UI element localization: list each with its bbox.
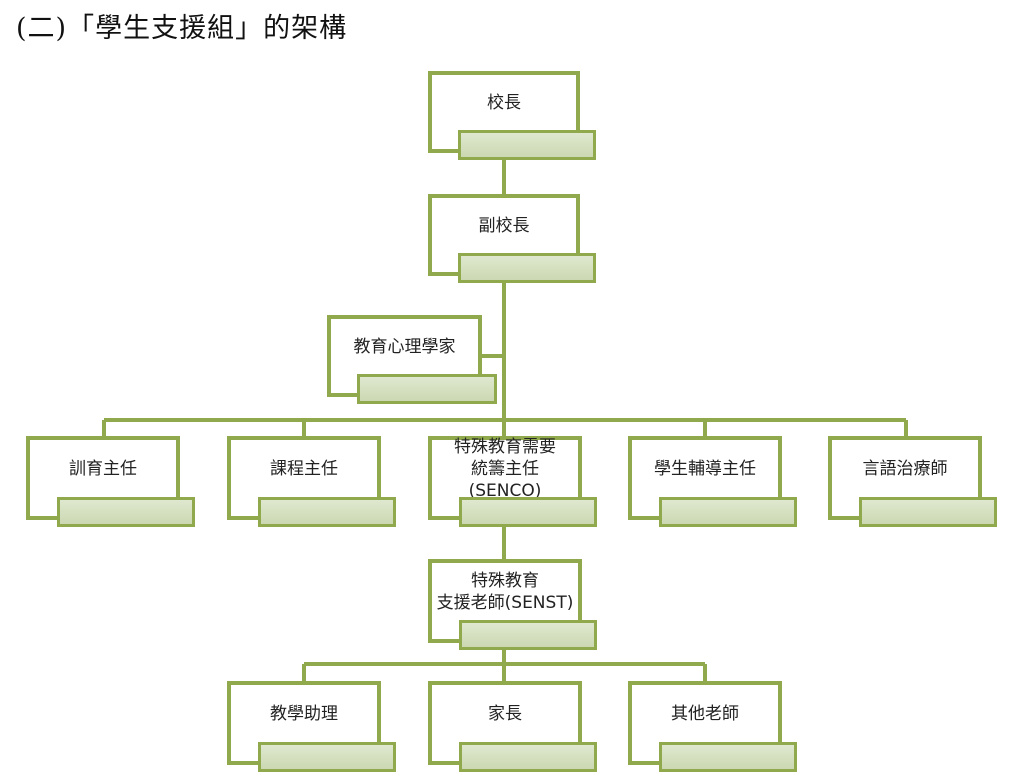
node-parents-label: 家長 [488,704,522,724]
node-guidance-tab [659,497,797,527]
node-speech-therapist-tab [859,497,997,527]
page-title: (二)「學生支援組」的架構 [16,13,348,44]
node-vice-principal-tab [458,253,596,283]
node-principal-tab [458,130,596,160]
node-senco-label: 特殊教育需要 統籌主任(SENCO) [454,437,556,501]
node-discipline-label: 訓育主任 [69,459,137,479]
node-senst-label: 特殊教育 支援老師(SENST) [436,571,574,613]
node-psychologist-tab [357,374,497,404]
node-teaching-assistant-label: 教學助理 [270,704,338,724]
node-parents-tab [459,742,597,772]
node-vice-principal-label: 副校長 [478,216,530,236]
node-teaching-assistant-tab [258,742,396,772]
node-other-teachers-tab [659,742,797,772]
node-senst-tab [459,620,597,650]
node-curriculum-tab [258,497,396,527]
node-senco-tab [459,497,597,527]
node-psychologist-label: 教育心理學家 [353,337,456,357]
node-curriculum-label: 課程主任 [270,459,338,479]
node-speech-therapist-label: 言語治療師 [862,459,948,479]
node-guidance-label: 學生輔導主任 [654,459,756,479]
node-other-teachers-label: 其他老師 [671,704,739,724]
node-principal-label: 校長 [487,93,521,113]
node-discipline-tab [57,497,195,527]
